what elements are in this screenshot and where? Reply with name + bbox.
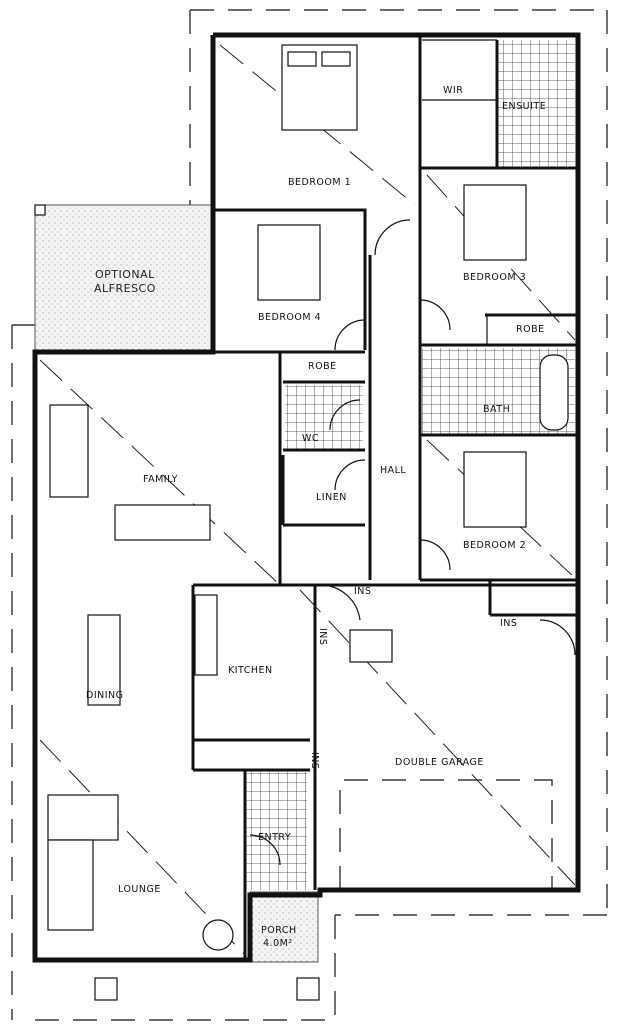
label-bedroom4: BEDROOM 4 [258,312,321,323]
label-linen: LINEN [316,492,347,503]
bed-bedroom3 [463,184,527,261]
bathtub [539,354,569,431]
sofa-family-2 [114,504,211,541]
bed-bedroom4 [257,224,321,301]
interior-walls [35,35,578,960]
label-hall: HALL [380,465,406,476]
door-swings [249,219,576,866]
entry-tiles [247,772,307,890]
label-family: FAMILY [143,474,178,485]
label-bedroom2: BEDROOM 2 [463,540,526,551]
lounge-chair [47,794,119,841]
label-ins-1: INS [354,586,371,597]
bed-bedroom2 [463,451,527,528]
label-ins-2: INS [317,628,328,645]
exterior-walls [32,32,581,963]
label-bedroom1: BEDROOM 1 [288,177,351,188]
label-ensuite: ENSUITE [502,101,546,112]
label-robe-bedroom4: ROBE [308,361,337,372]
pier-left [94,977,118,1001]
label-ins-4: INS [309,752,320,769]
label-wir: WIR [443,85,463,96]
label-bath: BATH [483,404,510,415]
label-alfresco-1: OPTIONAL [95,268,155,281]
alfresco-area [34,204,216,353]
label-porch: PORCH [261,925,297,936]
label-dining: DINING [86,690,124,701]
label-ins-3: INS [500,618,517,629]
garage-unit [349,629,393,663]
label-robe-bedroom3: ROBE [516,324,545,335]
label-alfresco-2: ALFRESCO [94,282,156,295]
furniture [34,44,569,1001]
ensuite-tiles [497,40,575,168]
lounge-sofa [47,839,94,931]
label-lounge: LOUNGE [118,884,161,895]
boundary-lines [11,9,608,1021]
label-kitchen: KITCHEN [228,665,273,676]
porch-area [249,891,319,963]
kitchen-bench [194,594,218,676]
post [34,204,46,216]
wc-tiles [285,385,363,450]
label-double-garage: DOUBLE GARAGE [395,757,484,768]
label-entry: ENTRY [258,832,291,843]
label-bedroom3: BEDROOM 3 [463,272,526,283]
pier-right [296,977,320,1001]
sofa-family [49,404,89,498]
label-wc: WC [302,433,319,444]
label-porch-area: 4.0M² [263,938,293,949]
garage-door-outline [339,779,553,890]
dining-table [87,614,121,706]
lounge-armchair [202,919,234,951]
